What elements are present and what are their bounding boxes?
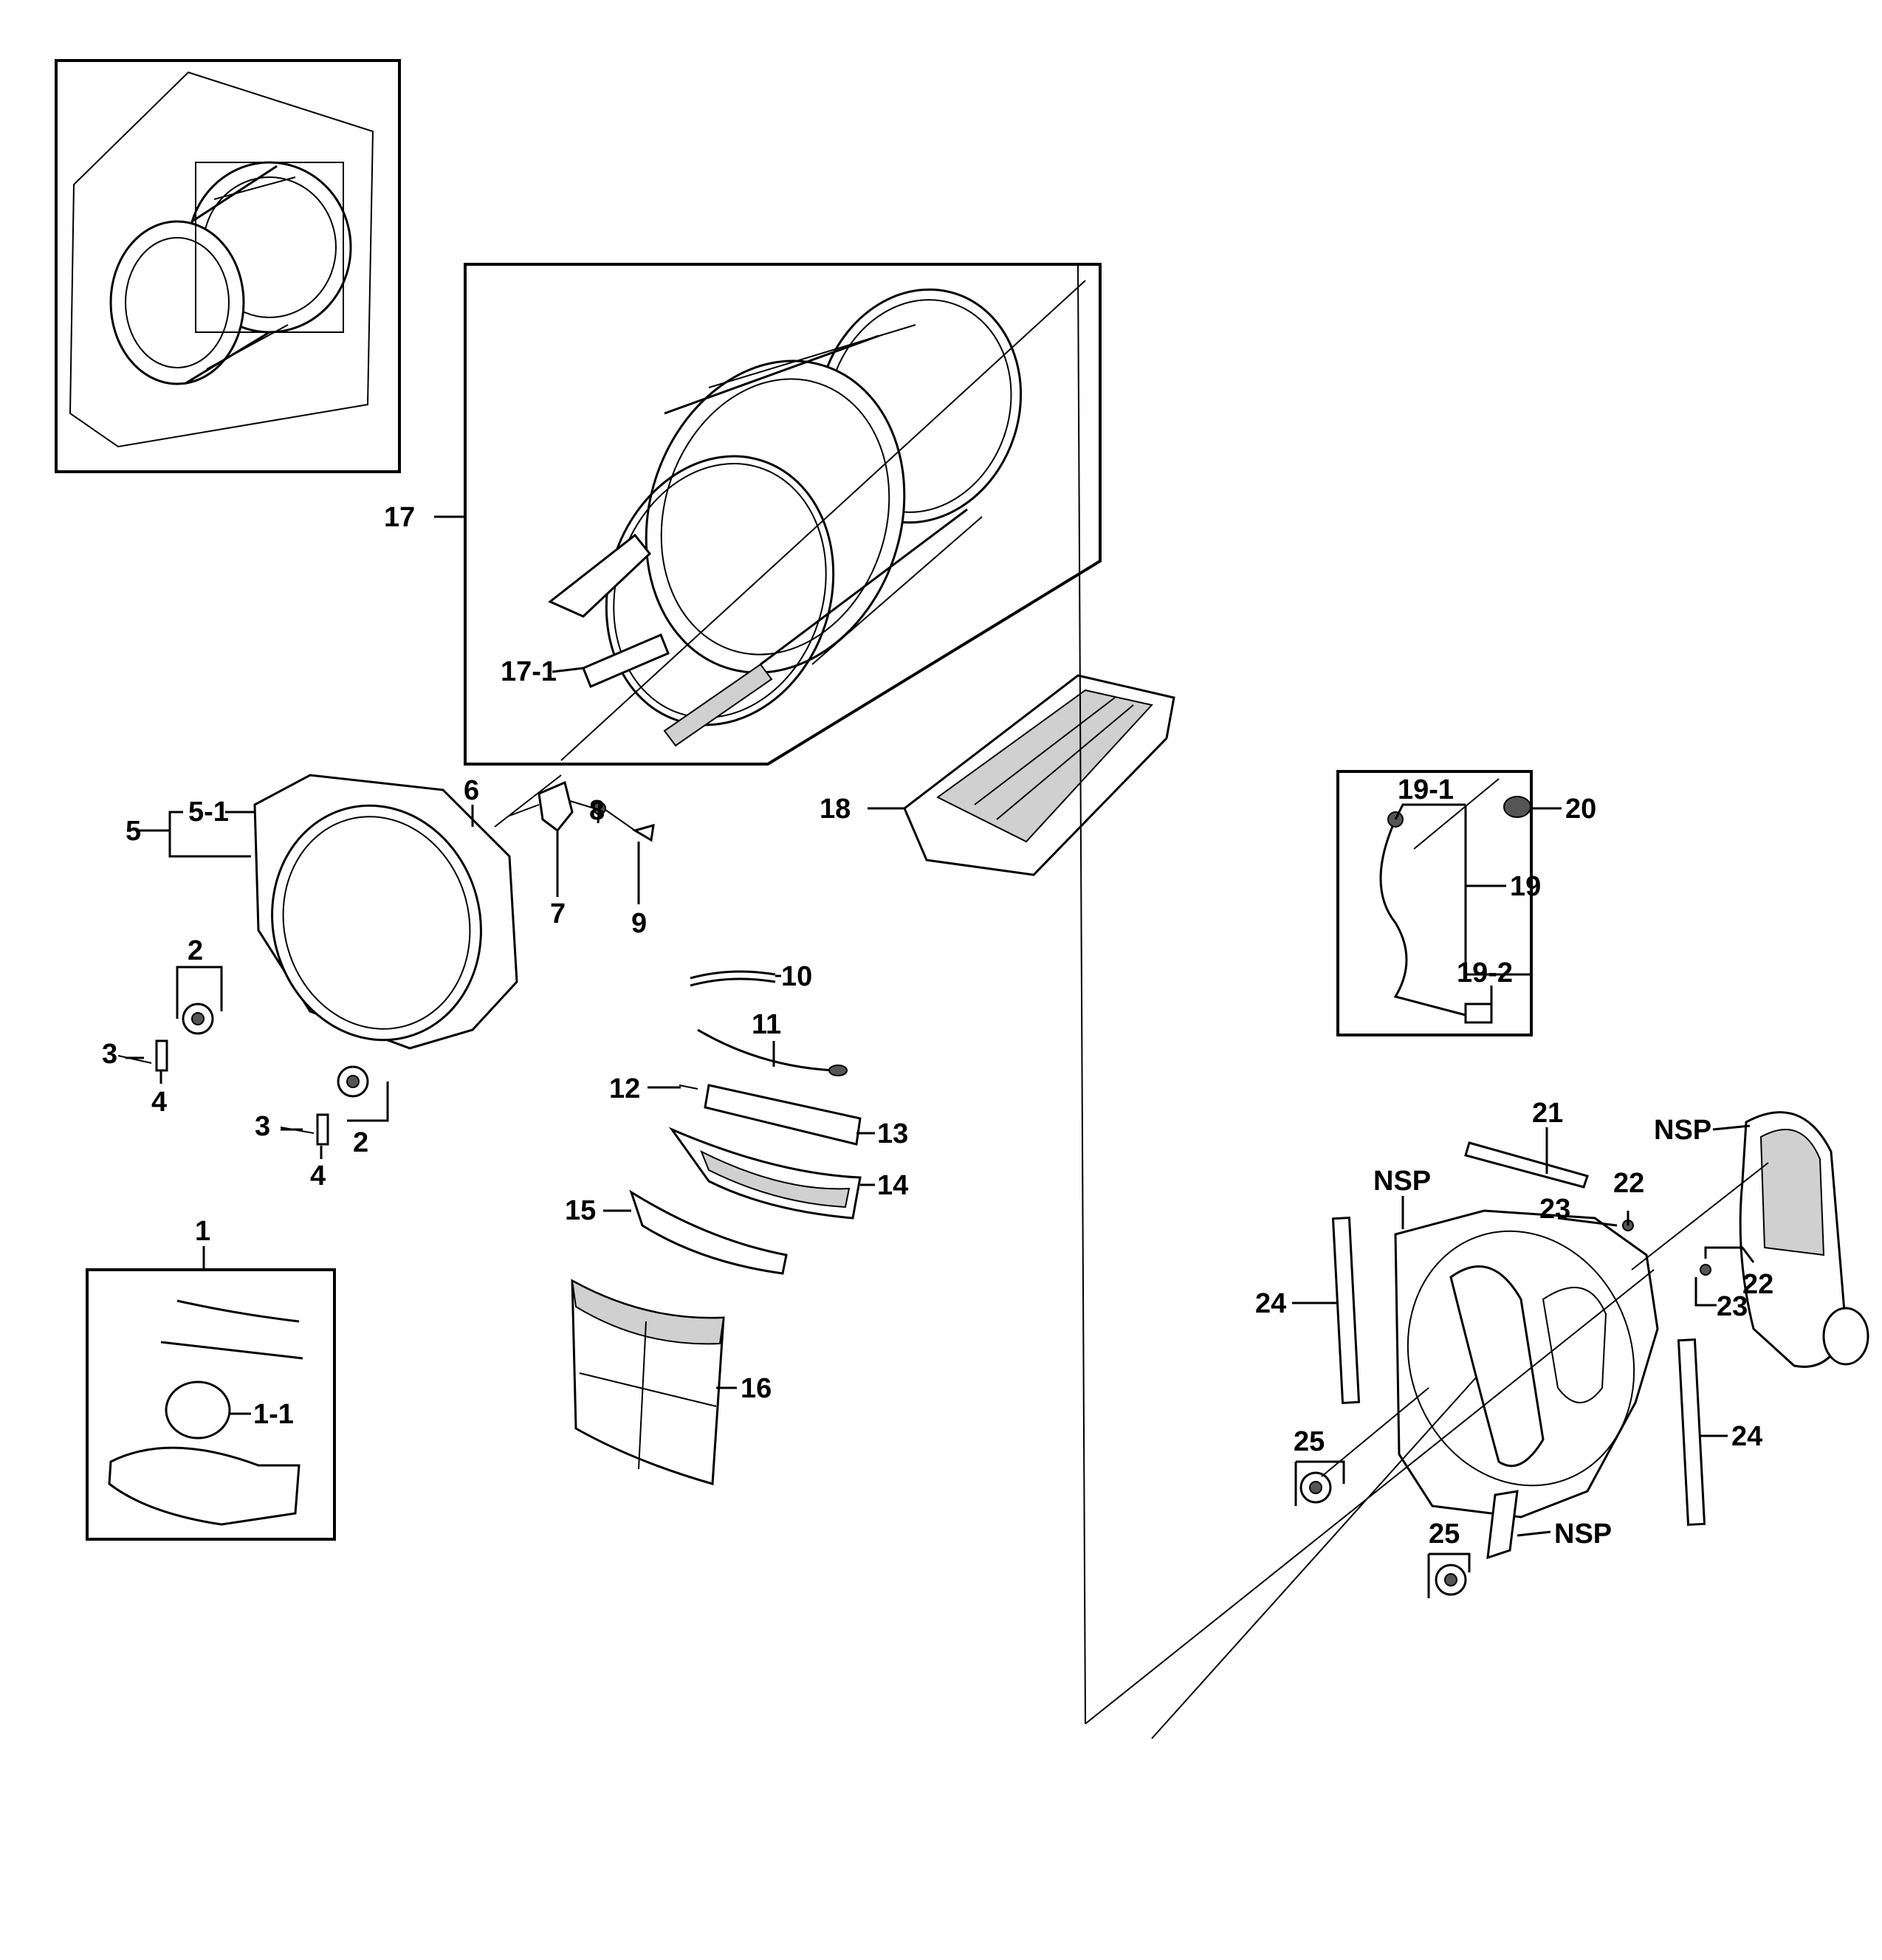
callout-nsp-duct: NSP	[1654, 1115, 1711, 1146]
callout-15: 15	[565, 1195, 596, 1226]
drum-assembly-group	[464, 263, 1102, 766]
rear-hose-nsp	[1486, 1490, 1519, 1560]
callout-21: 21	[1532, 1098, 1563, 1129]
callout-9: 9	[631, 908, 647, 939]
rear-duct	[1739, 1111, 1869, 1368]
front-bulkhead	[253, 774, 518, 1050]
front-roller-assembly-b	[280, 1065, 369, 1146]
callout-22a: 22	[1613, 1168, 1644, 1199]
drum-slide-24-left	[1331, 1217, 1361, 1404]
callout-19-2: 19-2	[1457, 957, 1513, 988]
callout-17: 17	[384, 502, 415, 533]
callout-nsp-left: NSP	[1373, 1166, 1431, 1197]
callout-16: 16	[741, 1373, 772, 1404]
callout-11: 11	[752, 1009, 781, 1040]
callout-25b: 25	[1429, 1519, 1460, 1550]
callout-2b: 2	[353, 1127, 368, 1158]
rear-bulkhead	[1394, 1209, 1659, 1519]
callout-labels: 1 1-1 2 2 3 3 4 4 5 5-1 6 7 8 9 10 11 12…	[102, 502, 1773, 1550]
callout-leaders	[126, 515, 1755, 1598]
screw-12	[679, 1084, 698, 1090]
callout-23a: 23	[1539, 1194, 1570, 1225]
drum-lifter	[548, 533, 652, 618]
sensor-wire-11	[697, 1028, 835, 1072]
duct-kit-group	[86, 1268, 336, 1541]
callout-nsp-bottom: NSP	[1554, 1519, 1612, 1550]
callout-1: 1	[195, 1216, 210, 1247]
callout-20: 20	[1565, 794, 1596, 825]
drum-lifter	[663, 663, 773, 747]
callout-4a: 4	[151, 1087, 167, 1118]
callout-2a: 2	[188, 935, 203, 966]
front-bulkhead-parts	[509, 780, 655, 842]
rear-small-parts	[1299, 1141, 1711, 1596]
callout-10: 10	[781, 961, 812, 992]
callout-5-1: 5-1	[188, 797, 229, 828]
front-roller-assembly-a	[117, 1003, 214, 1072]
lamp-holder	[538, 780, 574, 833]
filter-cover-13	[704, 1084, 862, 1146]
heater-assembly-group	[1336, 770, 1533, 1036]
callout-22b: 22	[1742, 1269, 1773, 1300]
filter-parts	[571, 1084, 862, 1485]
sensor-wire-10	[690, 970, 776, 980]
duct-ring	[165, 1380, 231, 1440]
callout-14: 14	[877, 1170, 908, 1201]
bracket-21	[1464, 1141, 1589, 1189]
callout-17-1: 17-1	[501, 656, 557, 687]
callout-12: 12	[609, 1073, 640, 1104]
callout-24a: 24	[1255, 1288, 1286, 1319]
callout-4b: 4	[310, 1160, 326, 1192]
drum-assembly-thumbnail	[109, 161, 352, 385]
callout-8: 8	[589, 795, 605, 826]
callout-7: 7	[550, 898, 566, 929]
drum-lifter	[582, 633, 670, 688]
drum	[645, 324, 983, 674]
filter-guide-15	[629, 1189, 788, 1275]
duct	[108, 1446, 300, 1526]
callout-24b: 24	[1731, 1421, 1762, 1452]
callout-3a: 3	[102, 1039, 117, 1070]
callout-13: 13	[877, 1118, 908, 1149]
lamp-cover	[632, 823, 655, 842]
callout-18: 18	[820, 794, 851, 825]
drum-slide-24-right	[1677, 1338, 1706, 1526]
thermostat-wire	[1379, 819, 1466, 1017]
callout-3b: 3	[255, 1111, 270, 1142]
heater-cover	[903, 674, 1175, 876]
thermostat-disc	[1503, 796, 1531, 818]
callout-19-1: 19-1	[1398, 774, 1454, 805]
callout-19: 19	[1510, 871, 1541, 902]
callout-23b: 23	[1717, 1291, 1748, 1322]
duct-strap	[176, 1299, 300, 1323]
callout-25a: 25	[1294, 1426, 1325, 1457]
sensor-parts	[679, 970, 848, 1090]
callout-6: 6	[464, 775, 479, 806]
lint-filter-16	[571, 1279, 725, 1485]
thermostat-connector	[1464, 1003, 1493, 1024]
callout-1-1: 1-1	[253, 1399, 294, 1430]
overview-inset	[55, 59, 401, 473]
callout-5: 5	[126, 816, 141, 847]
